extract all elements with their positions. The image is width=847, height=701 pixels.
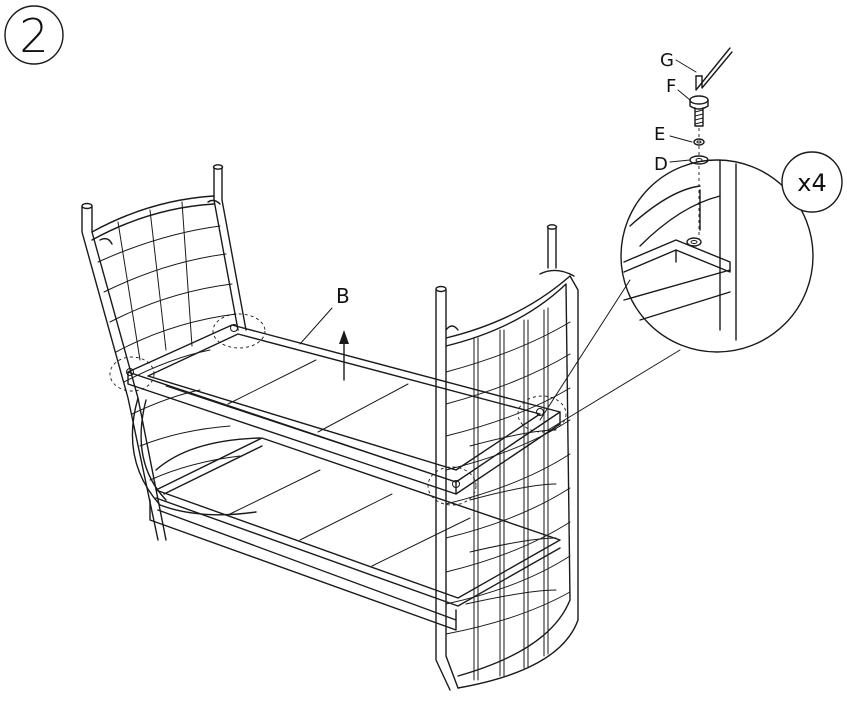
frame-label: B [336, 284, 350, 308]
bolt-location-callout [427, 466, 477, 506]
label-g: G [660, 50, 674, 71]
left-front-post [81, 206, 159, 541]
label-e: E [654, 124, 665, 145]
label-d: D [654, 154, 668, 175]
quantity-circle [781, 151, 843, 213]
magnified-detail [539, 159, 814, 431]
right-front-post [435, 289, 451, 691]
right-end-frame [435, 224, 579, 691]
lower-shelf-frame [149, 437, 561, 631]
upper-shelf-frame-b [109, 313, 567, 506]
detail-circle [620, 159, 814, 353]
lock-washer-icon [693, 138, 705, 146]
label-f: F [666, 76, 676, 97]
left-back-post [213, 167, 239, 331]
step-number: 2 [19, 9, 48, 63]
step-circle [4, 5, 64, 65]
bolt-location-callout [212, 313, 266, 349]
bolt-icon [689, 95, 709, 127]
hex-key-icon [695, 47, 733, 91]
bolt-location-callout [517, 395, 567, 433]
bolt-location-callout [109, 356, 155, 392]
frame-b-label-group: B [299, 284, 350, 381]
quantity-label: x4 [797, 169, 826, 197]
step-number-badge: 2 [4, 5, 64, 65]
up-arrow-icon [339, 330, 349, 381]
quantity-badge: x4 [781, 151, 843, 213]
